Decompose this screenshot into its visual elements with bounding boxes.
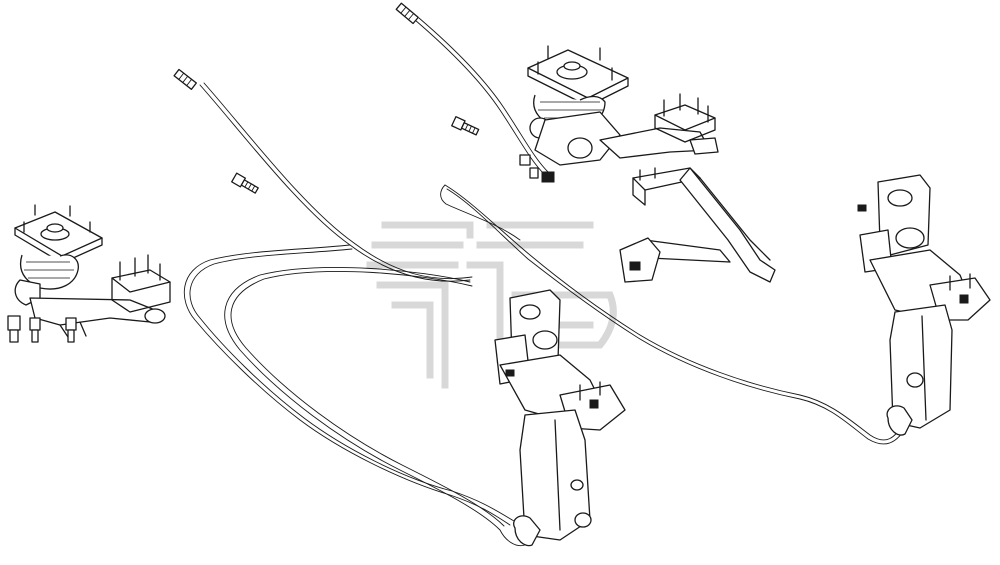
hose-upper-left [173,68,473,282]
rear-hanger-bracket-center [494,289,626,547]
air-spring-assembly-left [7,204,171,343]
height-valve-bracket [619,167,776,283]
bolt-upper-icon [451,116,480,136]
hose-upper-center [395,2,550,176]
brake-line-main-long [440,184,909,445]
bolt-left-icon [231,172,259,194]
brake-line-left-loop [183,244,526,547]
watermark-logo-icon [366,221,617,389]
air-spring-assembly-center [519,45,719,183]
rear-hanger-bracket-right [857,174,991,436]
